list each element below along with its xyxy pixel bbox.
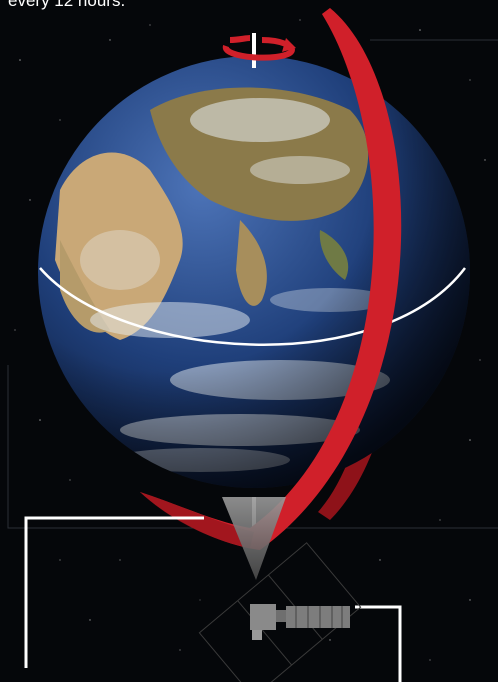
earth-globe <box>38 56 470 488</box>
equator-line <box>39 267 466 346</box>
rotation-arrow-icon <box>223 35 296 61</box>
callout-lines <box>24 516 402 682</box>
satellite-icon <box>198 542 362 682</box>
caption-text: every 12 hours. <box>8 0 126 10</box>
frame-lines <box>7 39 498 529</box>
sensor-swath-cone <box>222 497 286 580</box>
starfield <box>14 19 486 661</box>
